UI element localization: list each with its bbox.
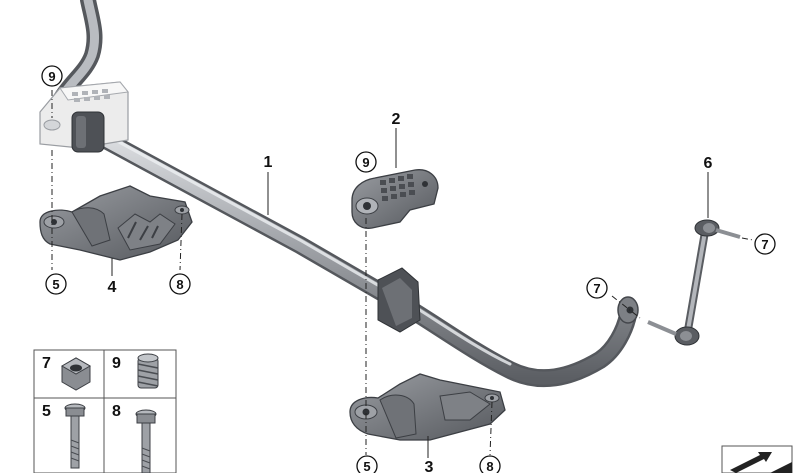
stabilizer-bar-end-eye bbox=[617, 296, 639, 324]
callout-8-bottom: 8 bbox=[479, 455, 501, 473]
part-number-2: 2 bbox=[392, 111, 401, 128]
part-number-leaders bbox=[111, 128, 709, 458]
callout-5-left: 5 bbox=[45, 273, 67, 295]
direction-indicator bbox=[721, 445, 793, 473]
callout-8-left: 8 bbox=[169, 273, 191, 295]
bracket-part-4 bbox=[39, 185, 193, 261]
table-label-7: 7 bbox=[42, 355, 51, 372]
bracket-part-3 bbox=[349, 373, 506, 441]
svg-text:5: 5 bbox=[363, 459, 370, 473]
table-label-5: 5 bbox=[42, 403, 51, 420]
bolt-short-icon bbox=[64, 403, 86, 469]
svg-text:9: 9 bbox=[362, 155, 369, 170]
threaded-insert-icon bbox=[137, 353, 159, 389]
nut-icon bbox=[60, 357, 92, 391]
svg-text:8: 8 bbox=[176, 277, 183, 292]
part-number-1: 1 bbox=[264, 154, 273, 171]
table-label-8: 8 bbox=[112, 403, 121, 420]
callout-7-right: 7 bbox=[754, 233, 776, 255]
svg-text:5: 5 bbox=[52, 277, 59, 292]
callout-9-mid: 9 bbox=[355, 151, 377, 173]
hardware-table: 7 9 5 8 bbox=[33, 349, 177, 473]
part-number-4: 4 bbox=[108, 279, 117, 296]
table-label-9: 9 bbox=[112, 355, 121, 372]
stabilizer-link-part-6 bbox=[647, 219, 741, 346]
callout-5-bottom: 5 bbox=[356, 455, 378, 473]
rubber-mount-left bbox=[71, 111, 105, 153]
part-number-6: 6 bbox=[704, 155, 713, 172]
bolt-long-icon bbox=[135, 409, 157, 473]
bracket-part-2 bbox=[351, 169, 439, 229]
rubber-mount-center bbox=[377, 267, 421, 333]
leader-lines bbox=[51, 90, 754, 456]
svg-text:7: 7 bbox=[593, 281, 600, 296]
callout-9-left: 9 bbox=[41, 65, 63, 87]
part-number-3: 3 bbox=[425, 459, 434, 473]
stabilizer-bar bbox=[69, 116, 637, 388]
callout-7-mid: 7 bbox=[586, 277, 608, 299]
svg-text:7: 7 bbox=[761, 237, 768, 252]
svg-text:8: 8 bbox=[486, 459, 493, 473]
svg-text:9: 9 bbox=[48, 69, 55, 84]
